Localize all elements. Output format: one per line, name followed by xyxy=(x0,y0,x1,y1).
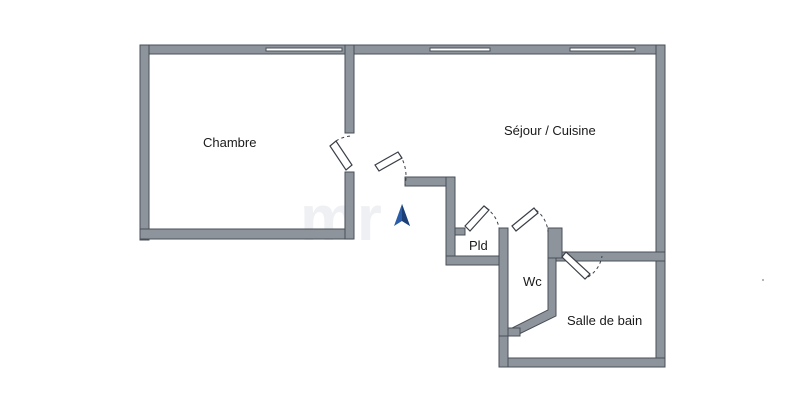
door-wc xyxy=(511,207,549,233)
room-label-salle-de-bain: Salle de bain xyxy=(567,313,642,328)
door-salle-de-bain xyxy=(561,251,603,280)
north-arrow-icon xyxy=(394,204,410,226)
room-label-chambre: Chambre xyxy=(203,135,256,150)
windows xyxy=(265,47,636,52)
walls xyxy=(139,44,666,368)
room-label-wc: Wc xyxy=(523,274,542,289)
door-entry xyxy=(374,151,407,186)
room-label-sejour-cuisine: Séjour / Cuisine xyxy=(504,123,596,138)
door-pld xyxy=(464,205,500,232)
watermark: mr xyxy=(300,182,382,254)
speck xyxy=(762,279,764,281)
door-chambre xyxy=(329,135,353,171)
room-label-pld: Pld xyxy=(469,238,488,253)
